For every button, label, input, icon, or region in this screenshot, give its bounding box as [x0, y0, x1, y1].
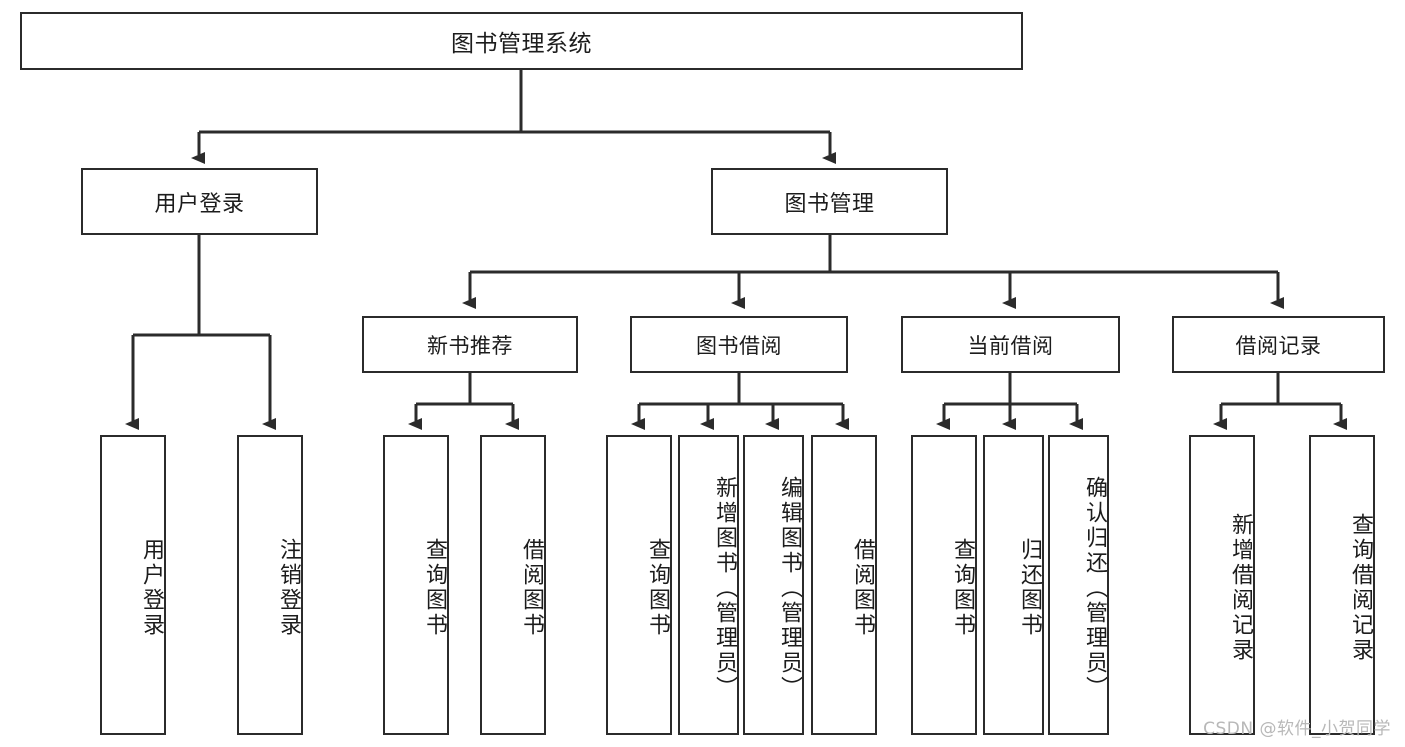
node-label: 图书管理	[784, 191, 875, 217]
node-label: 查询图书	[645, 538, 670, 638]
leaf-return-book[interactable]: 归还图书	[983, 435, 1044, 735]
node-label: 图书借阅	[696, 333, 782, 358]
node-label: 用户登录	[139, 538, 164, 638]
node-root-book-management-system[interactable]: 图书管理系统	[20, 12, 1023, 70]
node-label: 新增图书（管理员）	[712, 475, 737, 701]
node-label: 查询借阅记录	[1348, 513, 1373, 663]
leaf-query-book-borrow[interactable]: 查询图书	[606, 435, 672, 735]
node-label: 当前借阅	[967, 333, 1054, 358]
node-label: 查询图书	[422, 538, 447, 638]
leaf-query-book-recommend[interactable]: 查询图书	[383, 435, 449, 735]
node-label: 新书推荐	[427, 333, 513, 358]
node-label: 借阅图书	[519, 538, 544, 638]
leaf-query-book-current[interactable]: 查询图书	[911, 435, 977, 735]
leaf-add-borrow-record[interactable]: 新增借阅记录	[1189, 435, 1255, 735]
node-label: 归还图书	[1017, 538, 1042, 638]
node-book-borrow[interactable]: 图书借阅	[630, 316, 848, 373]
node-label: 用户登录	[154, 191, 245, 217]
node-label: 图书管理系统	[451, 31, 592, 57]
leaf-query-borrow-record[interactable]: 查询借阅记录	[1309, 435, 1375, 735]
csdn-watermark: CSDN @软件_小贺同学	[1203, 719, 1391, 739]
node-label: 编辑图书（管理员）	[777, 475, 802, 701]
node-borrow-record[interactable]: 借阅记录	[1172, 316, 1385, 373]
node-new-book-recommend[interactable]: 新书推荐	[362, 316, 578, 373]
leaf-confirm-return-admin[interactable]: 确认归还（管理员）	[1048, 435, 1109, 735]
node-label: 查询图书	[950, 538, 975, 638]
node-label: 借阅记录	[1235, 333, 1322, 358]
node-label: 注销登录	[276, 538, 301, 638]
node-label: 确认归还（管理员）	[1082, 475, 1107, 701]
leaf-borrow-book[interactable]: 借阅图书	[811, 435, 877, 735]
leaf-borrow-book-recommend[interactable]: 借阅图书	[480, 435, 546, 735]
leaf-user-login[interactable]: 用户登录	[100, 435, 166, 735]
leaf-edit-book-admin[interactable]: 编辑图书（管理员）	[743, 435, 804, 735]
node-label: 借阅图书	[850, 538, 875, 638]
leaf-logout[interactable]: 注销登录	[237, 435, 303, 735]
node-current-borrow[interactable]: 当前借阅	[901, 316, 1120, 373]
node-label: 新增借阅记录	[1228, 513, 1253, 663]
leaf-add-book-admin[interactable]: 新增图书（管理员）	[678, 435, 739, 735]
node-book-management[interactable]: 图书管理	[711, 168, 948, 235]
node-user-login[interactable]: 用户登录	[81, 168, 318, 235]
